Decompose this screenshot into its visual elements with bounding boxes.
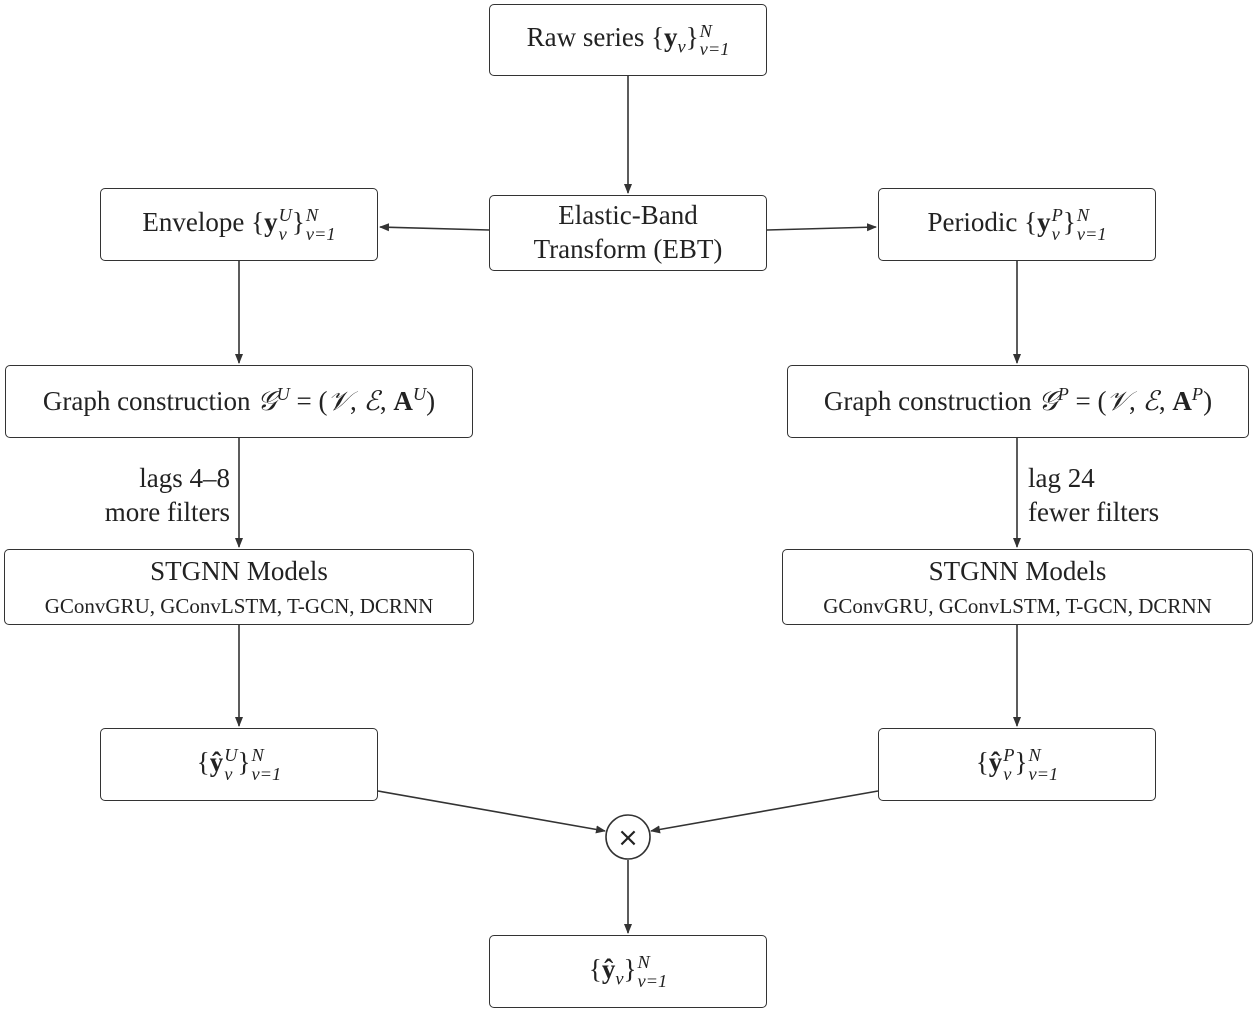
stgnn-p-title: STGNN Models xyxy=(928,556,1107,586)
ebt-node: Elastic-Band Transform (EBT) xyxy=(489,195,767,271)
ebt-line1: Elastic-Band xyxy=(558,200,698,231)
multiply-node xyxy=(605,814,651,860)
envelope-label: Envelope xyxy=(142,206,245,237)
stgnn-models-u-node: STGNN Models GConvGRU, GConvLSTM, T-GCN,… xyxy=(4,549,474,625)
arrow-ebt-to-periodic xyxy=(766,223,877,232)
raw-series-label: Raw series xyxy=(526,22,645,53)
right-filters-text: fewer filters xyxy=(1028,497,1160,527)
right-branch-label: lag 24 fewer filters xyxy=(1028,461,1159,529)
graph-u-label: Graph construction xyxy=(42,385,251,416)
stgnn-models-p-node: STGNN Models GConvGRU, GConvLSTM, T-GCN,… xyxy=(782,549,1253,625)
right-lags-text: lag 24 xyxy=(1028,463,1095,493)
periodic-label: Periodic xyxy=(927,206,1018,237)
left-branch-label: lags 4–8 more filters xyxy=(105,461,230,529)
multiply-symbol: × xyxy=(617,823,639,853)
graph-construction-u-node: Graph construction 𝒢U = (𝒱, ℰ, AU) xyxy=(5,365,473,438)
arrow-pred-p-to-multiply xyxy=(650,790,879,834)
graph-p-label: Graph construction xyxy=(823,385,1032,416)
graph-construction-p-node: Graph construction 𝒢P = (𝒱, ℰ, AP) xyxy=(787,365,1249,438)
stgnn-u-models: GConvGRU, GConvLSTM, T-GCN, DCRNN xyxy=(44,593,434,618)
stgnn-u-title: STGNN Models xyxy=(150,556,328,586)
arrow-ebt-to-envelope xyxy=(379,223,490,232)
left-filters-text: more filters xyxy=(104,497,230,527)
stgnn-p-models: GConvGRU, GConvLSTM, T-GCN, DCRNN xyxy=(823,593,1212,618)
ebt-line2: Transform (EBT) xyxy=(533,234,723,264)
left-lags-text: lags 4–8 xyxy=(139,463,230,493)
arrow-pred-u-to-multiply xyxy=(377,790,606,834)
